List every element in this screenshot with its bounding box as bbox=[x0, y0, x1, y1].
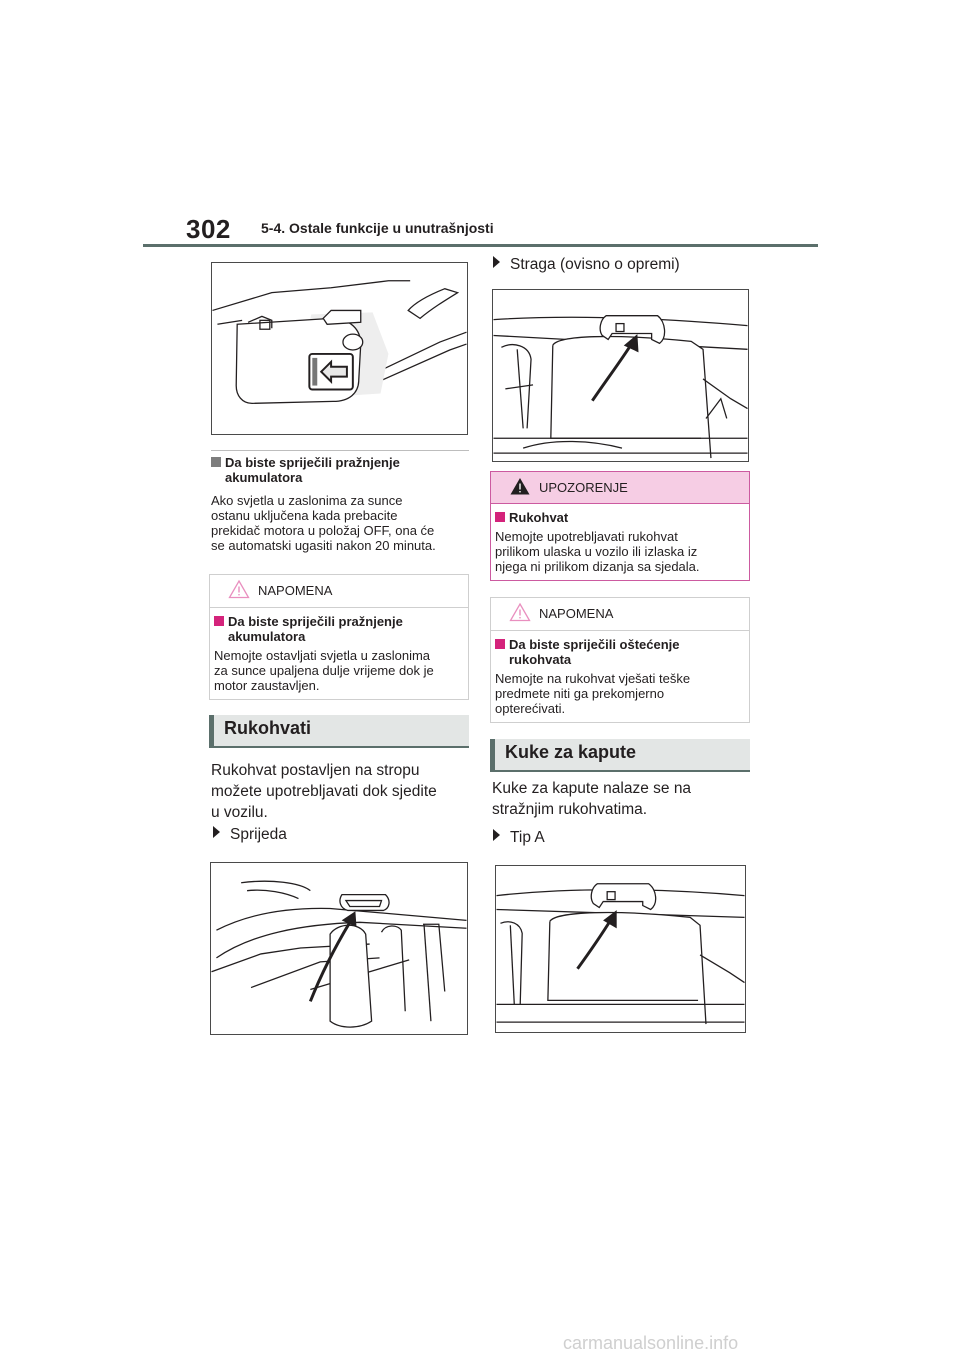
subhead-line: Rukohvat bbox=[509, 510, 569, 525]
intro-line: u vozilu. bbox=[211, 804, 268, 821]
notice-label: NAPOMENA bbox=[539, 606, 614, 621]
warning-label: UPOZORENJE bbox=[539, 480, 628, 495]
sun-visor-illustration bbox=[211, 262, 468, 435]
notice-box: NAPOMENA Da biste spriječili oštećenje r… bbox=[490, 597, 750, 723]
body-line: Ako svjetla u zaslonima za sunce bbox=[211, 493, 403, 508]
square-bullet-icon bbox=[214, 616, 224, 626]
warning-triangle-icon bbox=[510, 478, 530, 495]
bullet-rear: Straga (ovisno o opremi) bbox=[493, 256, 680, 274]
notice-subhead: Da biste spriječili oštećenje rukohvata bbox=[495, 637, 749, 667]
body-line: Nemojte upotrebljavati rukohvat bbox=[495, 529, 678, 544]
intro-text: Kuke za kapute nalaze se na stražnjim ru… bbox=[492, 778, 754, 820]
bullet-label: Straga (ovisno o opremi) bbox=[510, 256, 680, 273]
section-heading-kuke: Kuke za kapute bbox=[490, 739, 750, 772]
bullet-front: Sprijeda bbox=[213, 826, 287, 844]
section-heading-label: Rukohvati bbox=[224, 718, 312, 738]
warning-header: UPOZORENJE bbox=[491, 472, 749, 504]
subhead: Da biste spriječili pražnjenje akumulato… bbox=[211, 455, 471, 485]
page-number: 302 bbox=[186, 214, 231, 244]
body-line: ostanu uključena kada prebacite bbox=[211, 508, 398, 523]
bullet-label: Sprijeda bbox=[230, 826, 287, 843]
intro-line: Kuke za kapute nalaze se na bbox=[492, 780, 692, 797]
pointer-triangle-icon bbox=[493, 829, 500, 841]
header-rule bbox=[143, 244, 818, 247]
body-line: se automatski ugasiti nakon 20 minuta. bbox=[211, 538, 436, 553]
separator-rule bbox=[211, 450, 469, 451]
body-text: Ako svjetla u zaslonima za sunce ostanu … bbox=[211, 493, 473, 553]
notice-box: NAPOMENA Da biste spriječili pražnjenje … bbox=[209, 574, 469, 700]
bullet-type-a: Tip A bbox=[493, 829, 545, 847]
section-heading-rukohvati: Rukohvati bbox=[209, 715, 469, 748]
subhead-line: rukohvata bbox=[509, 652, 572, 667]
notice-header: NAPOMENA bbox=[210, 575, 468, 608]
intro-text: Rukohvat postavljen na stropu možete upo… bbox=[211, 760, 473, 823]
subhead-line: akumulatora bbox=[225, 470, 303, 485]
square-bullet-icon bbox=[495, 512, 505, 522]
body-line: predmete niti ga prekomjerno bbox=[495, 686, 665, 701]
body-line: Nemojte ostavljati svjetla u zaslonima bbox=[214, 648, 431, 663]
notice-body: Nemojte ostavljati svjetla u zaslonima z… bbox=[214, 648, 468, 693]
square-bullet-icon bbox=[211, 457, 221, 467]
section-heading-label: Kuke za kapute bbox=[505, 742, 637, 762]
coat-hook-illustration bbox=[495, 865, 746, 1033]
pointer-triangle-icon bbox=[213, 826, 220, 838]
body-line: prilikom ulaska u vozilo ili izlaska iz bbox=[495, 544, 698, 559]
body-line: opterećivati. bbox=[495, 701, 566, 716]
rear-grip-illustration bbox=[492, 289, 749, 462]
notice-header: NAPOMENA bbox=[491, 598, 749, 631]
body-line: za sunce upaljena dulje vrijeme dok je bbox=[214, 663, 434, 678]
warning-subhead: Rukohvat bbox=[495, 510, 749, 525]
notice-body: Nemojte na rukohvat vješati teške predme… bbox=[495, 671, 749, 716]
front-grip-illustration bbox=[210, 862, 468, 1035]
notice-subhead: Da biste spriječili pražnjenje akumulato… bbox=[214, 614, 468, 644]
square-bullet-icon bbox=[495, 639, 505, 649]
pointer-triangle-icon bbox=[493, 256, 500, 268]
body-line: motor zaustavljen. bbox=[214, 678, 320, 693]
intro-line: stražnjim rukohvatima. bbox=[492, 801, 648, 818]
subhead-line: Da biste spriječili oštećenje bbox=[509, 637, 680, 652]
notice-label: NAPOMENA bbox=[258, 583, 333, 598]
subhead-line: akumulatora bbox=[228, 629, 306, 644]
warning-body: Nemojte upotrebljavati rukohvat prilikom… bbox=[495, 529, 749, 574]
caution-triangle-icon bbox=[509, 602, 531, 622]
watermark[interactable]: carmanualsonline.info bbox=[563, 1333, 739, 1353]
subhead-line: Da biste spriječili pražnjenje bbox=[225, 455, 400, 470]
warning-box: UPOZORENJE Rukohvat Nemojte upotrebljava… bbox=[490, 471, 750, 581]
body-line: prekidač motora u položaj OFF, ona će bbox=[211, 523, 435, 538]
intro-line: možete upotrebljavati dok sjedite bbox=[211, 783, 437, 800]
body-line: njega ni prilikom dizanja sa sjedala. bbox=[495, 559, 700, 574]
bullet-label: Tip A bbox=[510, 829, 545, 846]
section-title: 5-4. Ostale funkcije u unutrašnjosti bbox=[261, 220, 494, 236]
caution-triangle-icon bbox=[228, 579, 250, 599]
subhead-line: Da biste spriječili pražnjenje bbox=[228, 614, 403, 629]
intro-line: Rukohvat postavljen na stropu bbox=[211, 762, 420, 779]
body-line: Nemojte na rukohvat vješati teške bbox=[495, 671, 691, 686]
